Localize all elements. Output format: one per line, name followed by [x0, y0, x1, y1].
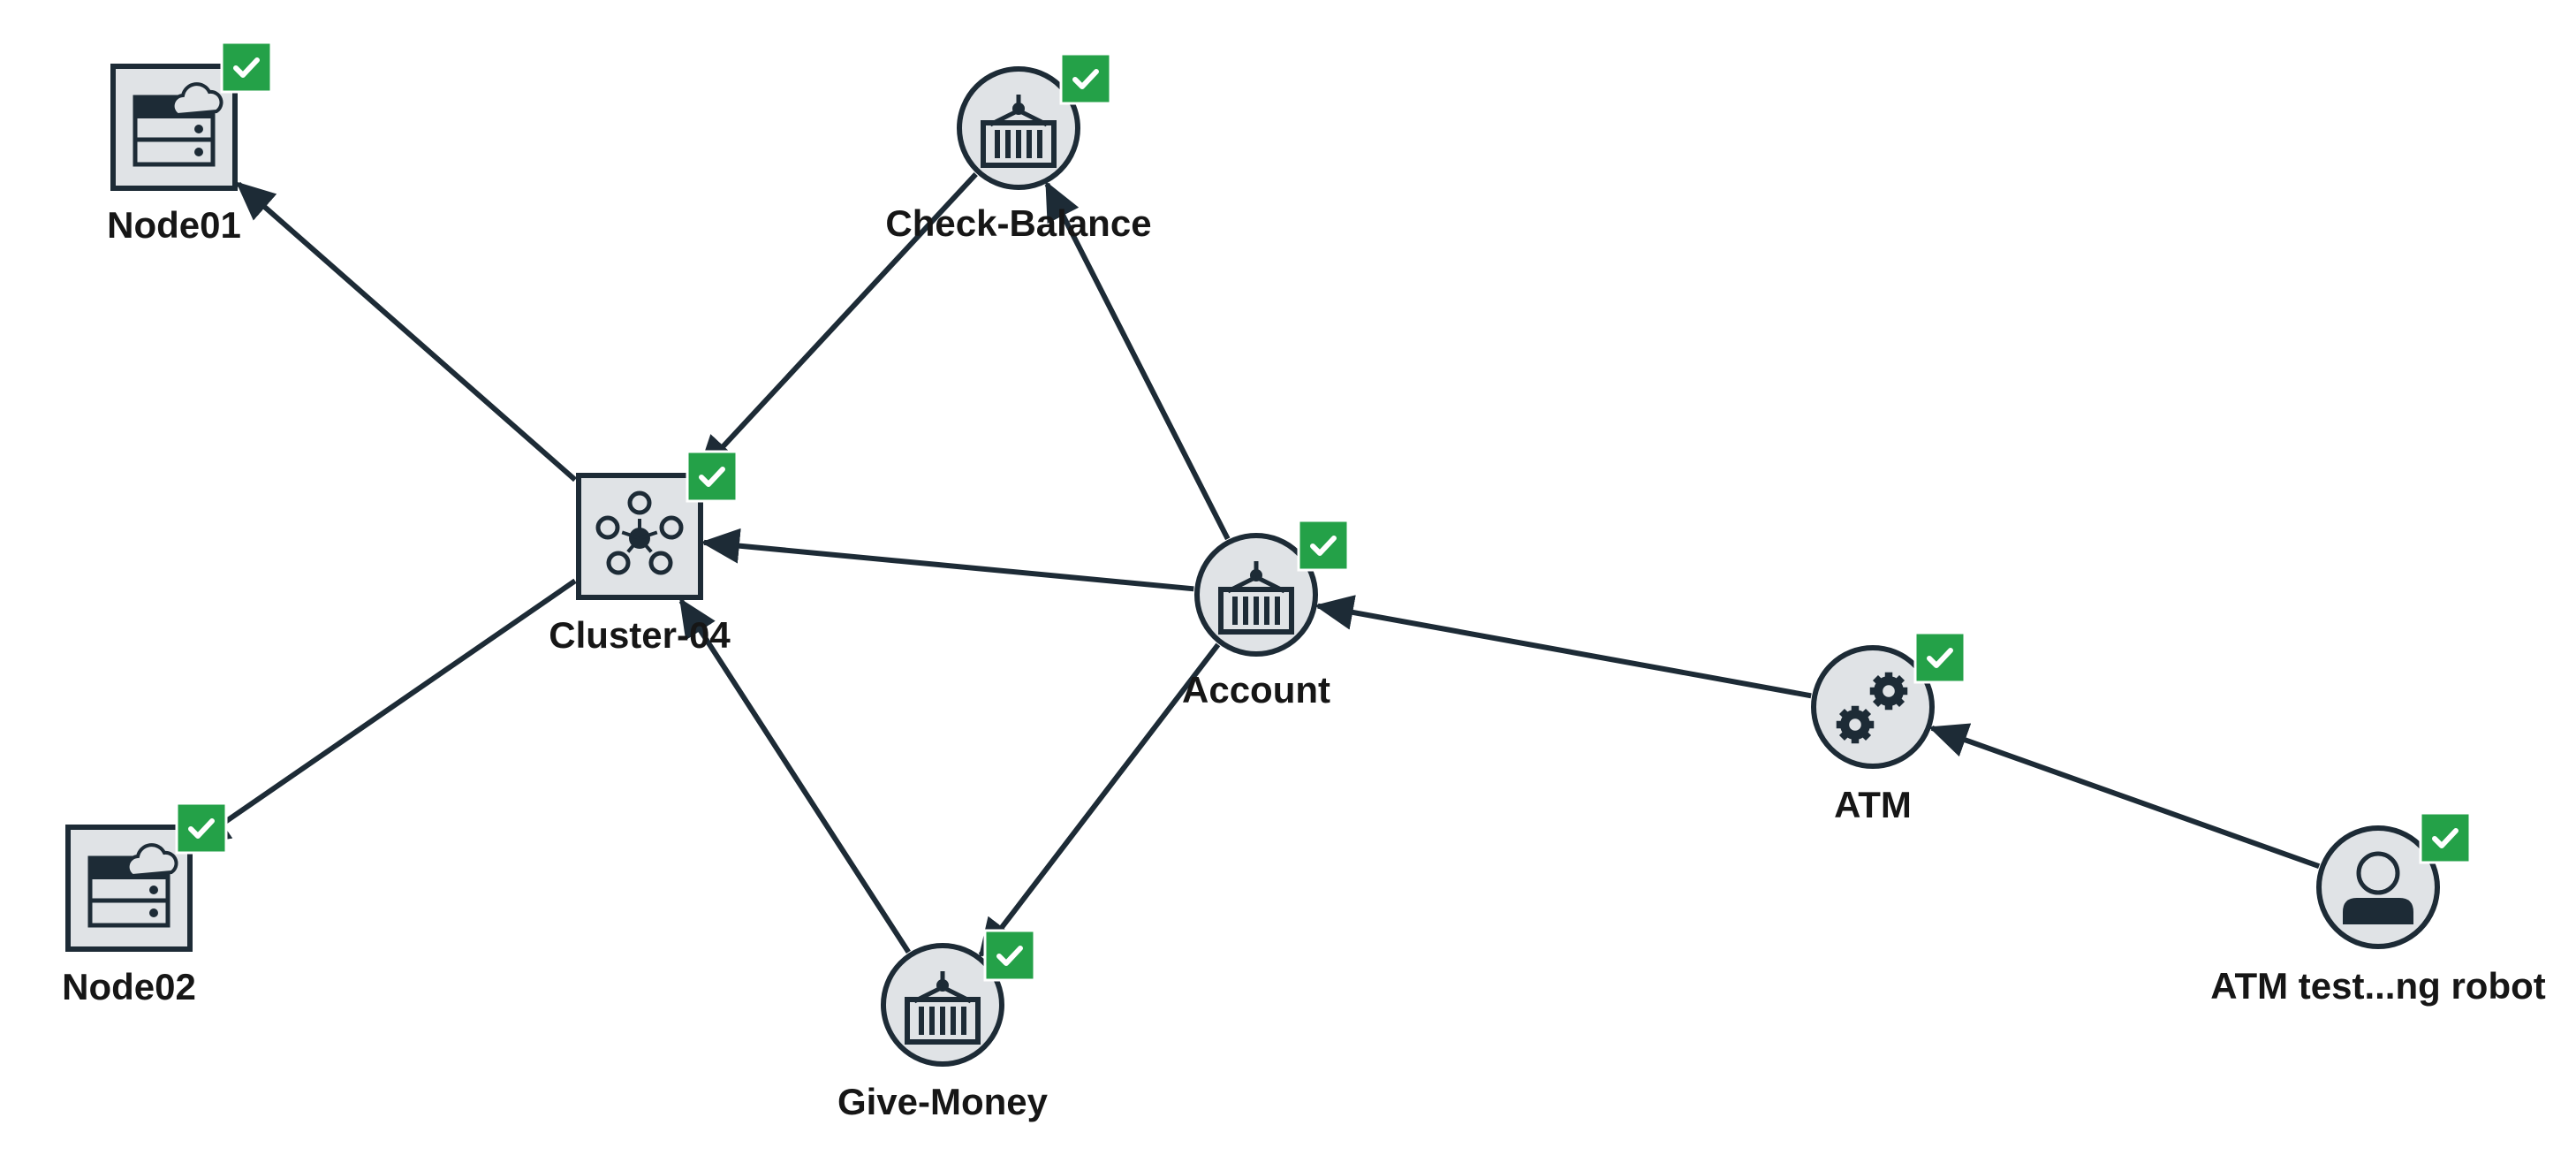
node-label: ATM [1834, 784, 1912, 825]
node-shape [65, 825, 193, 952]
edge-give-money-to-cluster-04[interactable] [678, 597, 911, 954]
node-label: Check-Balance [885, 202, 1151, 244]
server-icon [133, 82, 224, 167]
node-atm[interactable]: ATM [1811, 631, 1966, 825]
edge-cluster-04-to-node01[interactable] [235, 181, 577, 483]
edge-account-to-check-balance[interactable] [1044, 180, 1231, 541]
node-atm-robot[interactable]: ATM test...ng robot [2210, 811, 2546, 1007]
container-icon [1218, 561, 1294, 635]
status-check-icon [2419, 811, 2472, 864]
edge-cluster-04-to-node02[interactable] [190, 578, 577, 847]
edge-atm-robot-to-atm[interactable] [1928, 723, 2321, 869]
status-check-icon [1913, 631, 1966, 684]
node-shape [957, 66, 1080, 190]
edges-layer [190, 171, 2321, 958]
node-label: Node01 [107, 204, 241, 246]
node-give-money[interactable]: Give-Money [837, 929, 1049, 1122]
gears-icon [1836, 672, 1908, 744]
node-label: Node02 [62, 966, 196, 1007]
status-check-icon [983, 929, 1036, 982]
node-shape [110, 64, 238, 191]
node-shape [1194, 533, 1318, 657]
node-cluster-04[interactable]: Cluster-04 [549, 450, 739, 656]
status-check-icon [1059, 52, 1112, 105]
edge-atm-to-account[interactable] [1314, 595, 1812, 699]
node-account[interactable]: Account [1182, 519, 1350, 711]
container-icon [981, 95, 1057, 168]
user-icon [2343, 851, 2413, 924]
server-icon [87, 843, 178, 928]
cluster-icon [595, 490, 684, 575]
node-node02[interactable]: Node02 [62, 802, 228, 1007]
node-check-balance[interactable]: Check-Balance [885, 52, 1152, 244]
node-label: Account [1182, 669, 1330, 711]
node-label: Give-Money [837, 1081, 1049, 1122]
edge-account-to-cluster-04[interactable] [701, 528, 1194, 592]
status-check-icon [220, 41, 273, 94]
container-icon [905, 971, 981, 1045]
node-label: ATM test...ng robot [2210, 965, 2546, 1007]
edge-account-to-give-money[interactable] [978, 642, 1221, 958]
node-shape [881, 943, 1004, 1067]
node-label: Cluster-04 [549, 614, 731, 656]
status-check-icon [1297, 519, 1350, 572]
node-node01[interactable]: Node01 [107, 41, 273, 246]
edge-check-balance-to-cluster-04[interactable] [697, 171, 978, 475]
status-check-icon [175, 802, 228, 855]
status-check-icon [686, 450, 739, 503]
